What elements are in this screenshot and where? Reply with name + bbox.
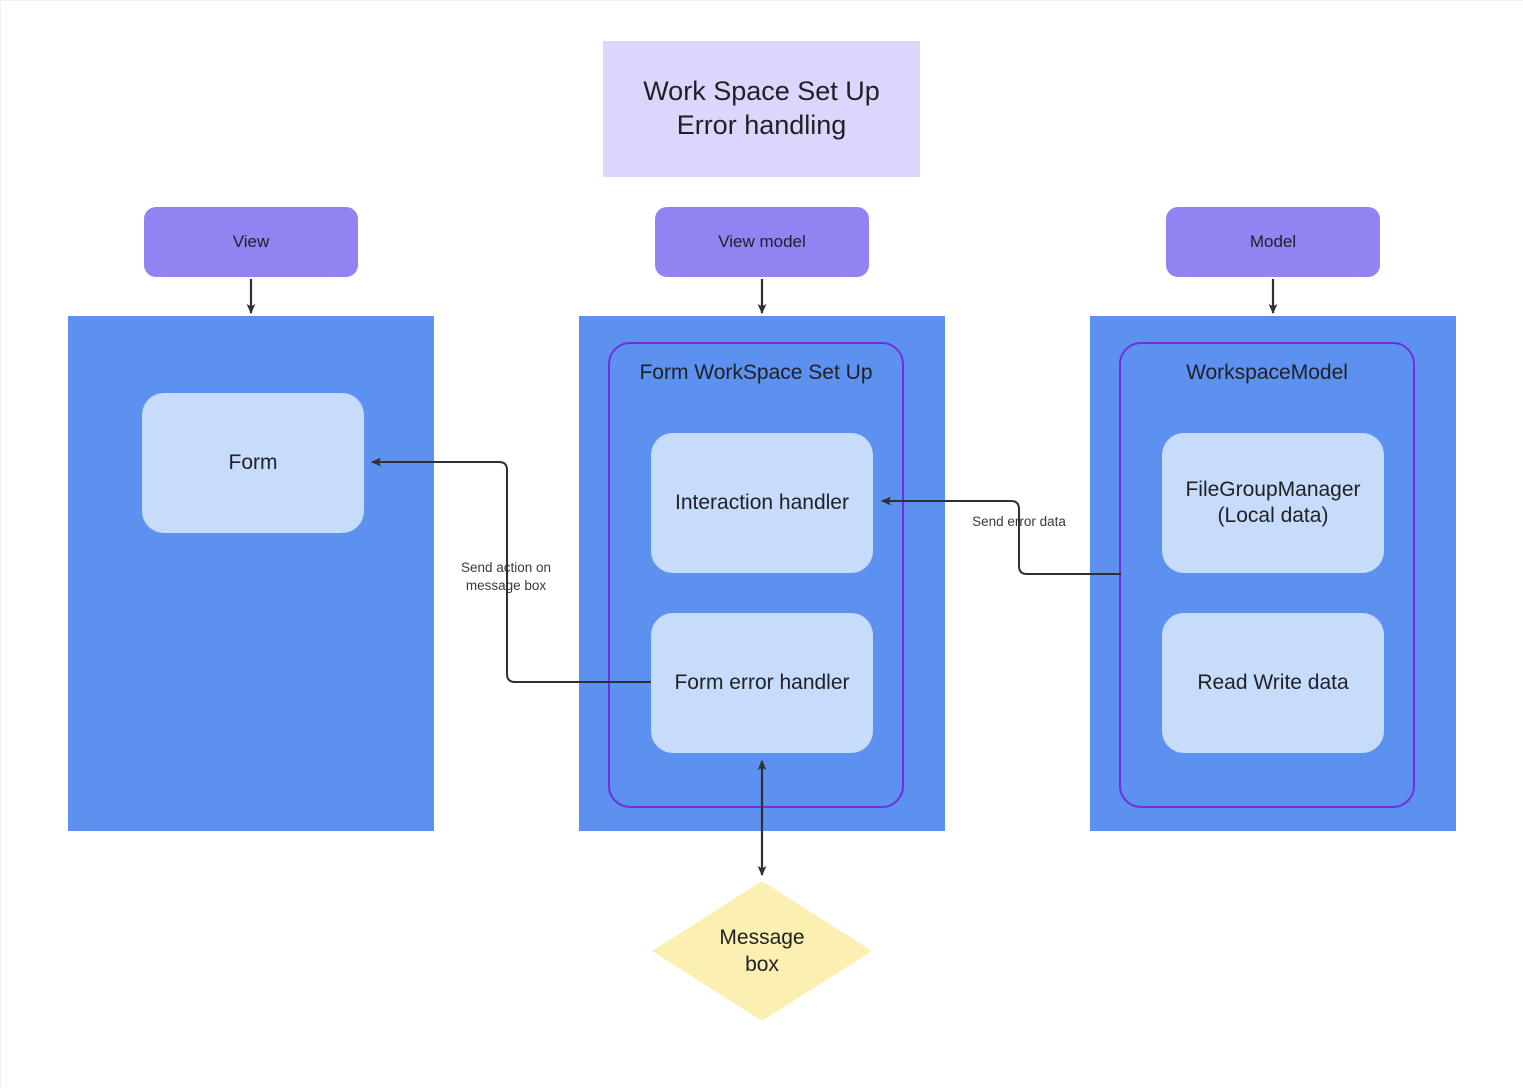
diagram-title-banner: Work Space Set Up Error handling <box>603 41 920 177</box>
card-form[interactable]: Form <box>142 393 364 533</box>
card-filegroupmanager[interactable]: FileGroupManager (Local data) <box>1162 433 1384 573</box>
card-read-write-data[interactable]: Read Write data <box>1162 613 1384 753</box>
card-interaction-handler[interactable]: Interaction handler <box>651 433 873 573</box>
edge-label-send-error-data: Send error data <box>972 514 1066 529</box>
edge-label-send-action-on-message-box: Send action on message box <box>460 560 552 594</box>
group-form-workspace-set-up: Form WorkSpace Set Up <box>608 342 904 808</box>
layer-chip-view-model[interactable]: View model <box>655 207 869 277</box>
layer-chip-view[interactable]: View <box>144 207 358 277</box>
decision-message-box-label: Message box <box>719 925 805 976</box>
group-workspace-model: WorkspaceModel <box>1119 342 1415 808</box>
decision-message-box[interactable]: Message box <box>652 881 872 1021</box>
card-form-error-handler[interactable]: Form error handler <box>651 613 873 753</box>
layer-chip-model[interactable]: Model <box>1166 207 1380 277</box>
